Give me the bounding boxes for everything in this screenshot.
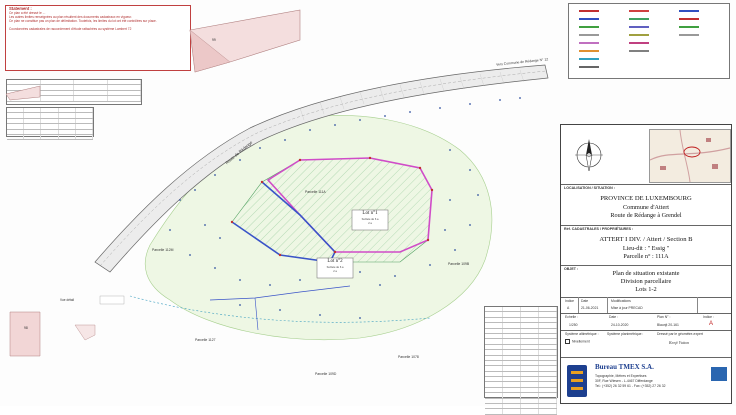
- ref-section: [561, 225, 731, 226]
- statement-box: Statement : Ce plan a été dressé le ... …: [5, 5, 191, 71]
- parcel-label: Parcelle 109D: [315, 372, 337, 376]
- geom-title: Dressé par le géomètre-expert: [657, 332, 703, 336]
- indice-value: A: [567, 306, 570, 310]
- date-label: Date :: [609, 315, 619, 319]
- certification-logo-icon: [711, 367, 727, 381]
- indice-plan: A: [709, 321, 714, 327]
- location-map: [649, 129, 731, 183]
- north-arrow-icon: [569, 135, 609, 175]
- route: Route de Rédange à Grendel: [610, 212, 682, 219]
- geom-signature: Kenji Vutton: [669, 340, 690, 345]
- parcel-label: 99: [212, 38, 216, 42]
- parcel-label: Parcelle 112M: [152, 248, 174, 252]
- sys-alti-value: Nivellement: [572, 339, 590, 344]
- lot1-surface-2: 2 a: [368, 222, 372, 225]
- bureau-section: [561, 357, 731, 358]
- lot1-label-box: [351, 209, 389, 231]
- objet-label: OBJET :: [564, 267, 579, 271]
- plan-label: Plan N° :: [657, 315, 671, 319]
- parcelle: Parcelle n° : 111A: [623, 253, 669, 260]
- system-info: [561, 330, 731, 331]
- lieu-dit: Lieu-dit : " Essig ": [622, 245, 670, 252]
- statement-line: Les autres limites renseignées au plan r…: [9, 15, 132, 19]
- modif-value: Mise à jour PRECAD: [611, 306, 643, 310]
- localisation-section: [561, 184, 731, 185]
- indice-header: Indice: [565, 299, 575, 303]
- terrain-profile-b: [5, 85, 41, 101]
- echelle-label: Echelle :: [565, 315, 579, 319]
- objet-section: [561, 265, 731, 266]
- plan-number: Blaunjt 20-161: [657, 323, 679, 327]
- bureau-line-3: Tel.: (+352) 26 32 59 61 - Fax: (+352) 2…: [595, 384, 666, 388]
- parcel-label: Parcelle 109B: [448, 262, 470, 266]
- lot2-label-box: [316, 257, 354, 279]
- objet-line-2: Division parcellaire: [620, 278, 672, 285]
- map-legend: [568, 3, 730, 79]
- date-plan-value: 24-10-2020: [611, 323, 629, 327]
- sys-alti-label: Système altimétrique :: [565, 332, 599, 336]
- coordinate-table-2: [6, 107, 94, 141]
- site-plan-drawing: [5, 9, 549, 357]
- statement-line: Ce plan ne constitue pas un plan de déli…: [9, 19, 157, 23]
- division: ATTERT I DIV. / Attert / Section B: [599, 236, 693, 243]
- indice-label: Indice :: [703, 315, 714, 319]
- ref-label: Réf. CADASTRALES / PROPRIÉTAIRES :: [564, 227, 634, 231]
- modif-table: [561, 297, 731, 298]
- statement-title: Statement :: [9, 6, 32, 11]
- drawing-sheet: Statement : Ce plan a été dressé le ... …: [5, 3, 732, 415]
- parcel-label: 98: [24, 326, 28, 330]
- lot2-surface-2: 2 a: [333, 270, 337, 273]
- survey-line: [209, 285, 351, 301]
- detail-label: Vue détail: [60, 298, 75, 302]
- objet-line-3: Lots 1-2: [635, 286, 657, 293]
- parcel-attribute-table: [484, 306, 558, 415]
- commune: Commune d'Attert: [623, 204, 669, 211]
- sys-plani-label: Système planimétrique :: [607, 332, 644, 336]
- localisation-label: LOCALISATION / SITUATION :: [564, 186, 615, 190]
- parcel-label: Parcelle 1078: [398, 355, 419, 359]
- parcel-label: Parcelle 1127: [195, 338, 216, 342]
- terrain-profile-c: [9, 311, 41, 357]
- statement-line: Ce plan a été dressé le ...: [9, 11, 46, 15]
- lot2-label: Lot n°2: [327, 259, 343, 264]
- echelle-value: 1/250: [569, 323, 578, 327]
- date-value: 21-06-2021: [581, 306, 599, 310]
- title-block: LOCALISATION / SITUATION : PROVINCE DE L…: [560, 124, 732, 404]
- bureau-title: Bureau TMEX S.A.: [595, 363, 654, 371]
- plan-info: [561, 313, 731, 314]
- bureau-line-2: 30F, Rue Wiesen - L-4467 Differdange: [595, 379, 653, 383]
- lot2-boundary: [231, 181, 336, 263]
- lot2-surface: Surface de 6 a: [326, 266, 344, 269]
- province: PROVINCE DE LUXEMBOURG: [600, 195, 692, 202]
- parcel-label: Parcelle 111A: [305, 190, 326, 194]
- lot1-label: Lot n°1: [362, 211, 378, 216]
- lot1-surface: Surface de 6 a: [361, 218, 379, 221]
- bureau-logo-icon: [567, 365, 587, 397]
- objet-line-1: Plan de situation existante: [612, 270, 680, 277]
- date-header: Date: [581, 299, 589, 303]
- statement-line: Coordonnées cadastrales de raccordement …: [9, 27, 132, 31]
- bureau-line-1: Topographie, Mètres et Expertises: [595, 374, 647, 378]
- modif-header: Modifications: [611, 299, 631, 303]
